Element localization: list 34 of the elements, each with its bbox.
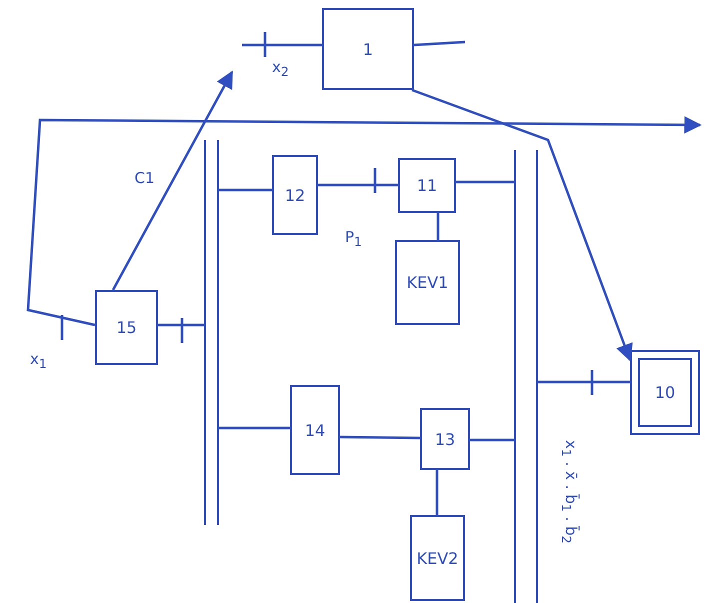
connector xyxy=(470,438,514,442)
step-box xyxy=(398,158,456,213)
step-box xyxy=(322,8,414,90)
step-box xyxy=(290,385,340,475)
connector xyxy=(219,188,272,192)
step-box xyxy=(272,155,318,235)
step-box xyxy=(410,515,465,601)
step-number: KEV1 xyxy=(406,273,448,292)
step-number: 15 xyxy=(116,318,137,337)
step-box xyxy=(630,350,700,435)
step-box xyxy=(420,408,470,470)
connector xyxy=(436,470,438,515)
connector xyxy=(158,324,204,326)
double-bar xyxy=(514,150,538,603)
connector xyxy=(412,88,633,362)
connector xyxy=(436,213,440,240)
step-number: 13 xyxy=(434,430,456,448)
step-number: KEV2 xyxy=(416,548,458,568)
connector xyxy=(538,380,630,384)
step-number: 14 xyxy=(304,420,326,440)
connector xyxy=(112,70,234,291)
condition-label: P$_{1}$ xyxy=(345,228,362,249)
step-number: 1 xyxy=(362,40,374,58)
step-box xyxy=(395,240,460,325)
connector xyxy=(456,180,514,184)
step-number: 11 xyxy=(416,176,438,195)
connector xyxy=(340,436,420,440)
connector xyxy=(26,116,702,326)
step-box xyxy=(95,290,158,365)
connector xyxy=(219,426,290,430)
step-number: 10 xyxy=(654,383,676,402)
double-bar xyxy=(204,140,219,525)
step-number: 12 xyxy=(284,186,306,204)
connector xyxy=(318,184,398,186)
